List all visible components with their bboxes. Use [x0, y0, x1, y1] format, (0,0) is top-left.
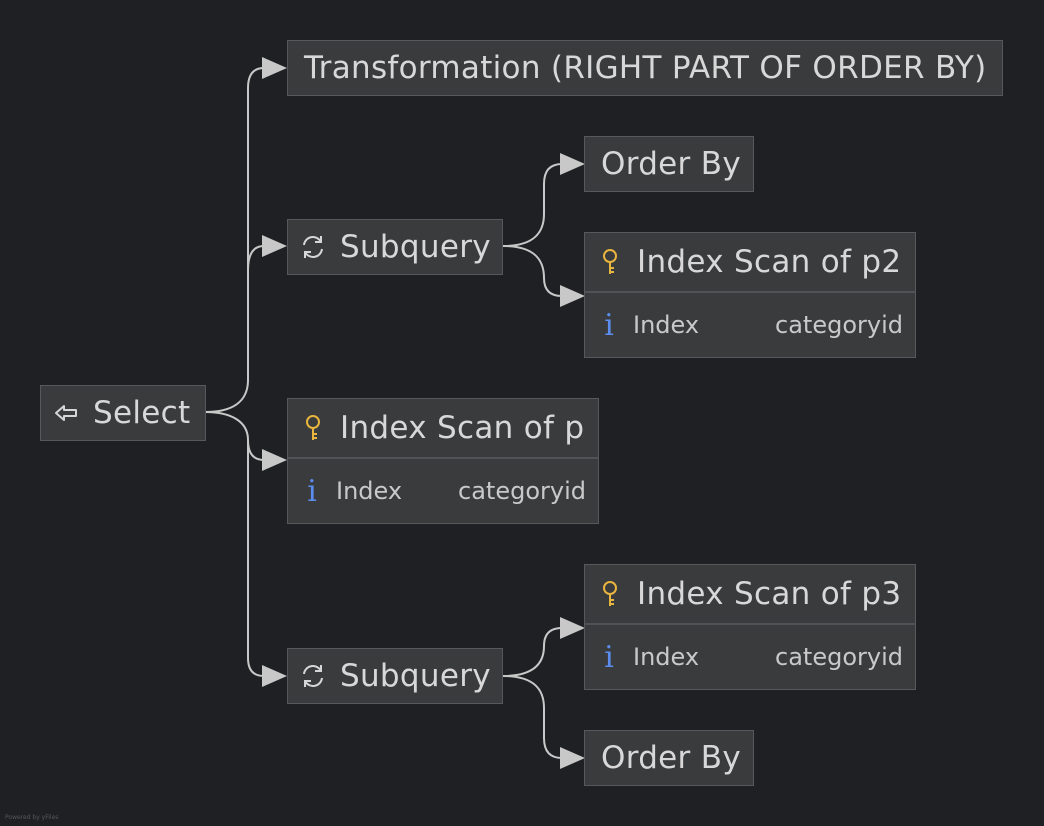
node-subquery[interactable]: Subquery [287, 648, 503, 704]
back-arrow-icon [51, 398, 81, 428]
detail-value: categoryid [458, 477, 586, 505]
detail-value: categoryid [775, 643, 903, 671]
arrowhead [560, 285, 585, 307]
node-label: Index Scan of p3 [637, 576, 902, 612]
detail-key: Index [633, 311, 700, 339]
key-icon [595, 247, 625, 277]
edge-select-transformation [204, 67, 265, 413]
info-icon: i [307, 473, 317, 509]
node-detail-row: i Index categoryid [288, 457, 598, 523]
node-index-scan-p[interactable]: Index Scan of p i Index categoryid [287, 398, 599, 524]
footer-credit: Powered by yFiles [5, 814, 59, 821]
node-index-scan-p3[interactable]: Index Scan of p3 i Index categoryid [584, 564, 916, 690]
edge-select-subquery1 [247, 245, 265, 271]
arrowhead [262, 665, 287, 687]
node-label: Order By [601, 740, 741, 776]
edge-subquery2-index-scan-p3 [502, 627, 563, 677]
edge-subquery2-order-by [502, 675, 563, 759]
key-icon [595, 579, 625, 609]
detail-key: Index [336, 477, 403, 505]
arrowhead [560, 617, 585, 639]
node-label: Index Scan of p2 [637, 244, 902, 280]
info-icon: i [604, 639, 614, 675]
node-index-scan-p2[interactable]: Index Scan of p2 i Index categoryid [584, 232, 916, 358]
key-icon [298, 413, 328, 443]
node-transformation[interactable]: Transformation (RIGHT PART OF ORDER BY) [287, 40, 1003, 96]
arrowhead [262, 449, 287, 471]
node-order-by[interactable]: Order By [584, 730, 754, 786]
edge-subquery1-order-by [502, 163, 563, 247]
refresh-icon [298, 661, 328, 691]
node-label: Order By [601, 146, 741, 182]
node-detail-row: i Index categoryid [585, 291, 915, 357]
node-label: Transformation (RIGHT PART OF ORDER BY) [304, 50, 987, 86]
detail-value: categoryid [775, 311, 903, 339]
node-select[interactable]: Select [40, 385, 206, 441]
arrowhead [262, 235, 287, 257]
node-label: Select [93, 395, 191, 431]
edge-subquery1-index-scan-p2 [502, 245, 563, 297]
node-subquery[interactable]: Subquery [287, 219, 503, 275]
node-order-by[interactable]: Order By [584, 136, 754, 192]
arrowhead [262, 57, 287, 79]
detail-key: Index [633, 643, 700, 671]
arrowhead [560, 747, 585, 769]
node-label: Subquery [340, 229, 491, 265]
refresh-icon [298, 232, 328, 262]
node-label: Index Scan of p [340, 410, 585, 446]
edge-select-index-scan-p [204, 411, 265, 461]
edge-select-subquery2 [247, 440, 265, 677]
node-detail-row: i Index categoryid [585, 623, 915, 689]
node-label: Subquery [340, 658, 491, 694]
arrowhead [560, 153, 585, 175]
info-icon: i [604, 307, 614, 343]
